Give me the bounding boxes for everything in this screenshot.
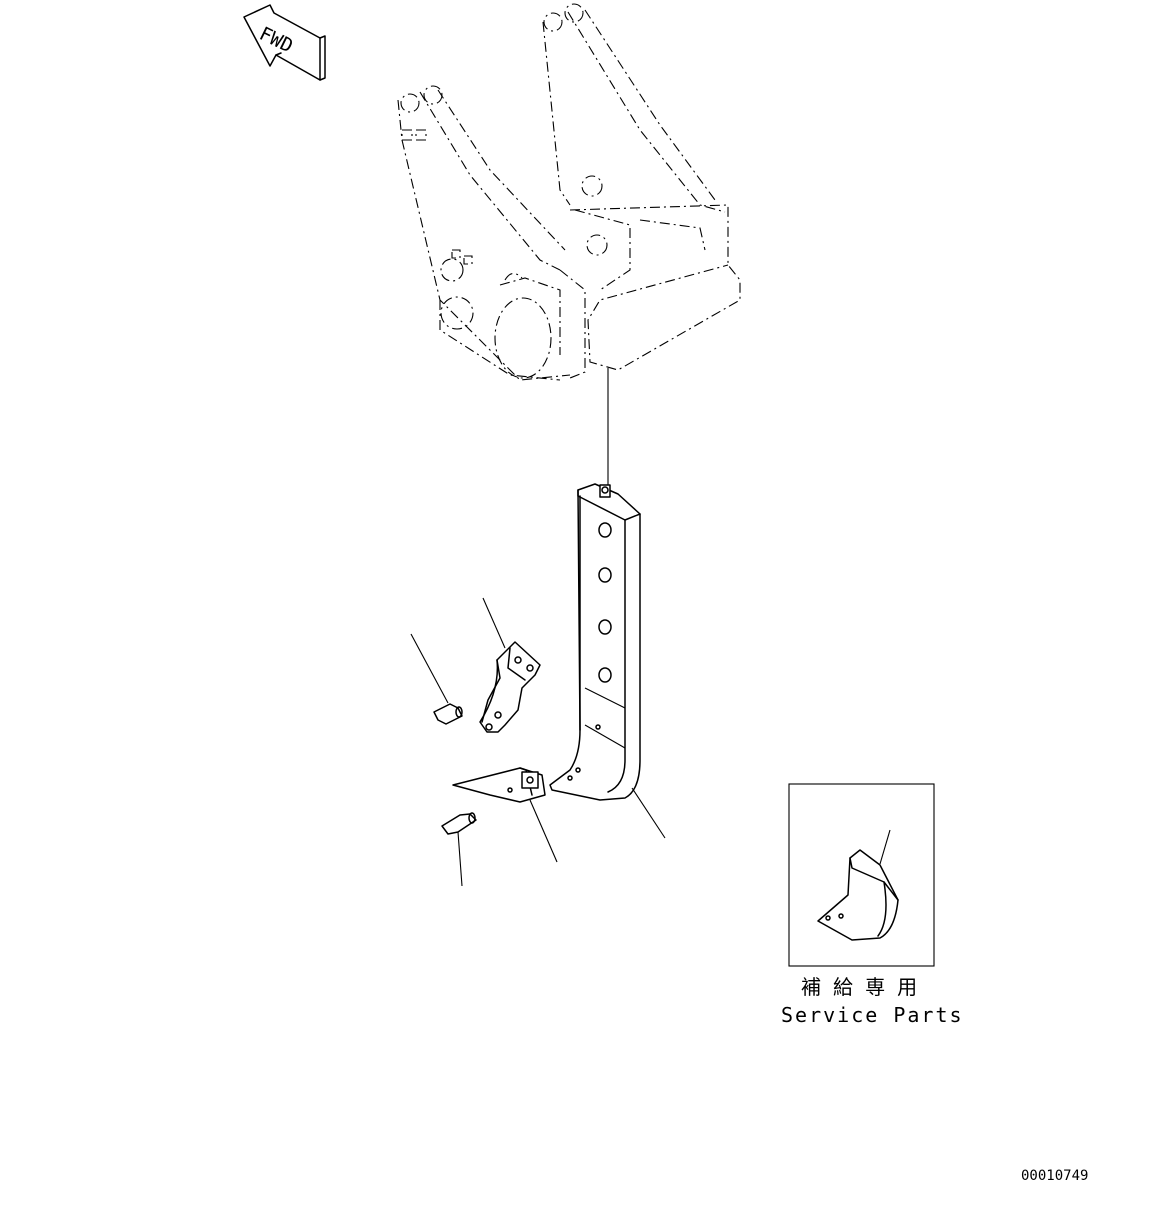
service-parts-box: 補 給 専 用 Service Parts [781, 783, 964, 1027]
ripper-shank [549, 483, 666, 839]
bolt-lower [441, 812, 477, 887]
fwd-arrow-icon: FWD [243, 4, 326, 81]
service-parts-label-en: Service Parts [781, 1003, 964, 1027]
shank-protector [479, 597, 541, 733]
service-parts-label-jp: 補 給 専 用 [801, 975, 917, 999]
ripper-frame [397, 3, 741, 488]
ripper-tip [452, 767, 558, 863]
bolt-upper [410, 633, 463, 725]
drawing-number: 00010749 [1021, 1168, 1088, 1184]
